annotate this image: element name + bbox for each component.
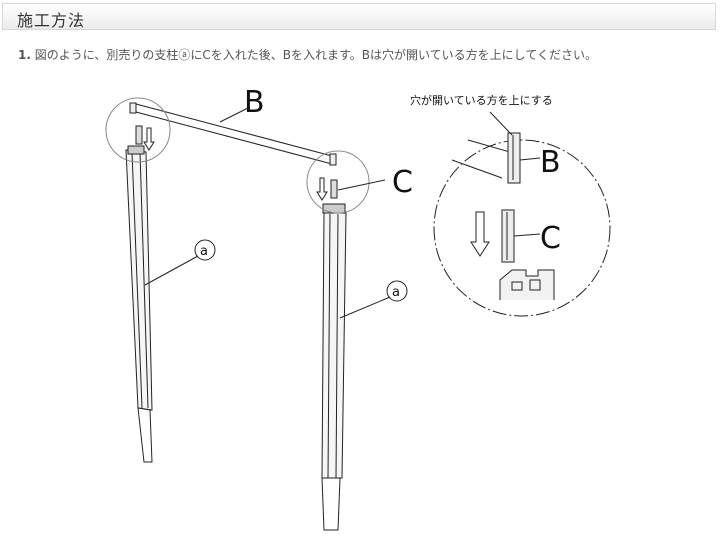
detail-view — [433, 111, 611, 317]
detail-circle-right — [306, 150, 370, 214]
section-header: 施工方法 — [2, 3, 716, 30]
post-a-right — [316, 177, 347, 531]
beam-b — [129, 102, 337, 166]
section-title: 施工方法 — [17, 11, 86, 30]
callout-a-left — [194, 239, 216, 261]
step-instruction: 1. 図のように、別売りの支柱ⓐにCを入れた後、Bを入れます。Bは穴が開いている… — [18, 46, 597, 63]
detail-circle-left — [105, 97, 171, 163]
step-text: 図のように、別売りの支柱ⓐにCを入れた後、Bを入れます。Bは穴が開いている方を上… — [34, 48, 597, 62]
callout-a-right — [386, 280, 408, 302]
step-number: 1. — [18, 48, 31, 62]
post-a-left — [125, 125, 155, 463]
